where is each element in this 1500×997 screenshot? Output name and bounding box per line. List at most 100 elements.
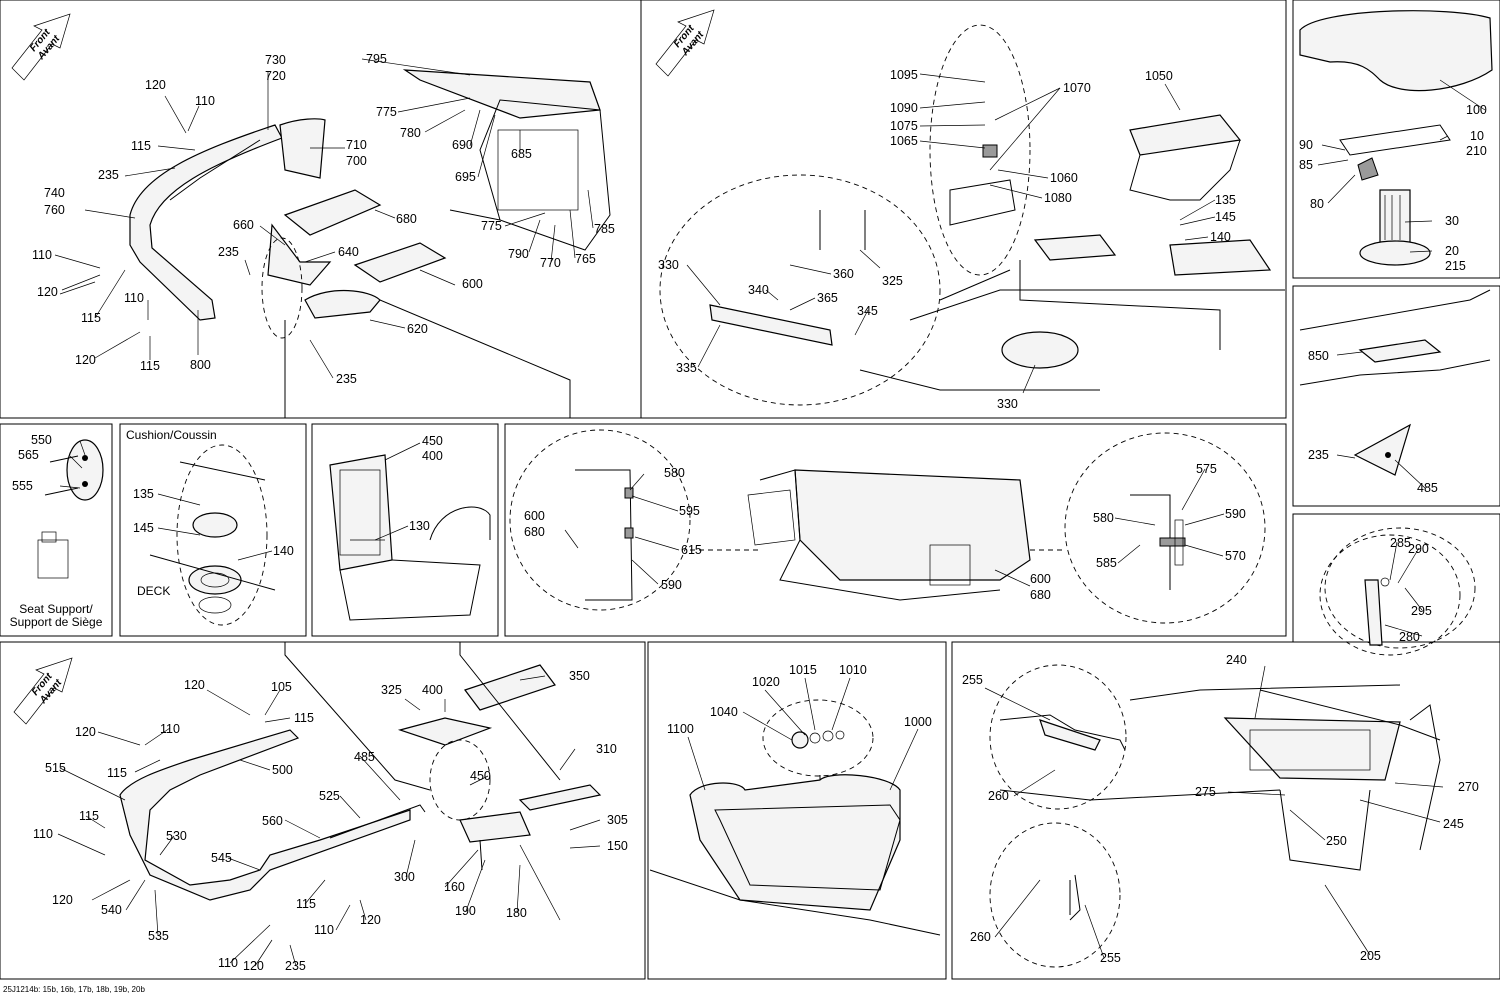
callout: 115 <box>107 766 127 780</box>
callout: 1075 <box>890 119 918 133</box>
storage-lid-drawing <box>329 454 491 621</box>
panel-stern-seating <box>0 641 646 980</box>
hinge-detail-drawing <box>509 429 1266 624</box>
callouts-panel-9: 285 290 295 280 <box>1390 536 1432 644</box>
callout: 1010 <box>839 663 867 677</box>
callout: 450 <box>470 769 491 783</box>
callout: 110 <box>160 722 180 736</box>
callouts-panel-2: 1095 1070 1090 1075 1065 1060 1080 1050 … <box>658 68 1236 411</box>
callout: 680 <box>524 525 545 539</box>
callout: 730 <box>265 53 286 67</box>
callout: 350 <box>569 669 590 683</box>
callout: 300 <box>394 870 415 884</box>
front-arrow-1: Front Avant <box>11 13 71 81</box>
callout: 485 <box>1417 481 1438 495</box>
callout: 235 <box>98 168 119 182</box>
callout: 120 <box>360 913 381 927</box>
callout: 135 <box>1215 193 1236 207</box>
callout: 760 <box>44 203 65 217</box>
callout: 700 <box>346 154 367 168</box>
panel-storage-lid <box>311 423 499 637</box>
callout: 850 <box>1308 349 1329 363</box>
callout: 450 <box>422 434 443 448</box>
callout: 590 <box>1225 507 1246 521</box>
callout: 215 <box>1445 259 1466 273</box>
callout: 640 <box>338 245 359 259</box>
callout: 660 <box>233 218 254 232</box>
callout: 1060 <box>1050 171 1078 185</box>
callout: 110 <box>195 94 215 108</box>
callout: 260 <box>970 930 991 944</box>
callout: 600 <box>462 277 483 291</box>
callout: 130 <box>409 519 430 533</box>
armrest-drawing <box>1299 289 1491 476</box>
callout: 1040 <box>710 705 738 719</box>
leader-lines <box>54 58 1486 967</box>
callout: 1095 <box>890 68 918 82</box>
bow-seating-drawing <box>129 69 611 418</box>
panel-cushion <box>119 423 307 637</box>
callout: 550 <box>31 433 52 447</box>
callout: 680 <box>1030 588 1051 602</box>
callout: 330 <box>658 258 679 272</box>
callout: 285 <box>1390 536 1411 550</box>
callout: 545 <box>211 851 232 865</box>
callout: 270 <box>1458 780 1479 794</box>
callout: 500 <box>272 763 293 777</box>
callouts-panel-8: 580 595 600 680 615 590 575 580 590 585 … <box>524 462 1246 602</box>
callout: 120 <box>243 959 264 973</box>
callout: 80 <box>1310 197 1324 211</box>
callouts-panel-1: 730 720 120 110 115 235 740 760 710 700 … <box>32 52 615 386</box>
glovebox-drawing <box>649 699 941 936</box>
callout: 135 <box>133 487 154 501</box>
callout: 570 <box>1225 549 1246 563</box>
callout: 145 <box>133 521 154 535</box>
panel-glovebox <box>647 641 947 980</box>
callout: 245 <box>1443 817 1464 831</box>
deck-caption: DECK <box>137 584 170 598</box>
callout: 310 <box>596 742 617 756</box>
cushion-caption: Cushion/Coussin <box>126 428 217 442</box>
callout: 120 <box>184 678 205 692</box>
callout: 120 <box>75 353 96 367</box>
callout: 580 <box>664 466 685 480</box>
callout: 120 <box>52 893 73 907</box>
callout: 600 <box>524 509 545 523</box>
callout: 105 <box>271 680 292 694</box>
callout: 290 <box>1408 542 1429 556</box>
callouts-panel-4: 850 235 485 <box>1308 349 1438 495</box>
callout: 325 <box>381 683 402 697</box>
callout: 775 <box>376 105 397 119</box>
pedestal-seat-drawing <box>1299 10 1493 266</box>
callout: 255 <box>962 673 983 687</box>
latch-drawing <box>1324 527 1476 649</box>
callout: 110 <box>314 923 334 937</box>
seat-support-drawing <box>37 439 104 579</box>
callout: 180 <box>506 906 527 920</box>
callout: 345 <box>857 304 878 318</box>
callout: 115 <box>131 139 151 153</box>
callout: 275 <box>1195 785 1216 799</box>
callout: 110 <box>124 291 144 305</box>
callout: 530 <box>166 829 187 843</box>
callout: 575 <box>1196 462 1217 476</box>
panel-armrest <box>1292 285 1500 507</box>
callout: 150 <box>607 839 628 853</box>
callout: 100 <box>1466 103 1487 117</box>
callout: 590 <box>661 578 682 592</box>
callout: 740 <box>44 186 65 200</box>
callout: 485 <box>354 750 375 764</box>
callout: 115 <box>79 809 99 823</box>
callout: 720 <box>265 69 286 83</box>
callout: 540 <box>101 903 122 917</box>
callout: 1070 <box>1063 81 1091 95</box>
callout: 235 <box>336 372 357 386</box>
callout: 85 <box>1299 158 1313 172</box>
callout: 115 <box>294 711 314 725</box>
callouts-panel-6: Cushion/Coussin 135 145 140 DECK <box>126 428 294 598</box>
callout: 190 <box>455 904 476 918</box>
panel-console-door <box>951 641 1500 980</box>
callout: 115 <box>140 359 160 373</box>
callout: 565 <box>18 448 39 462</box>
callout: 140 <box>1210 230 1231 244</box>
